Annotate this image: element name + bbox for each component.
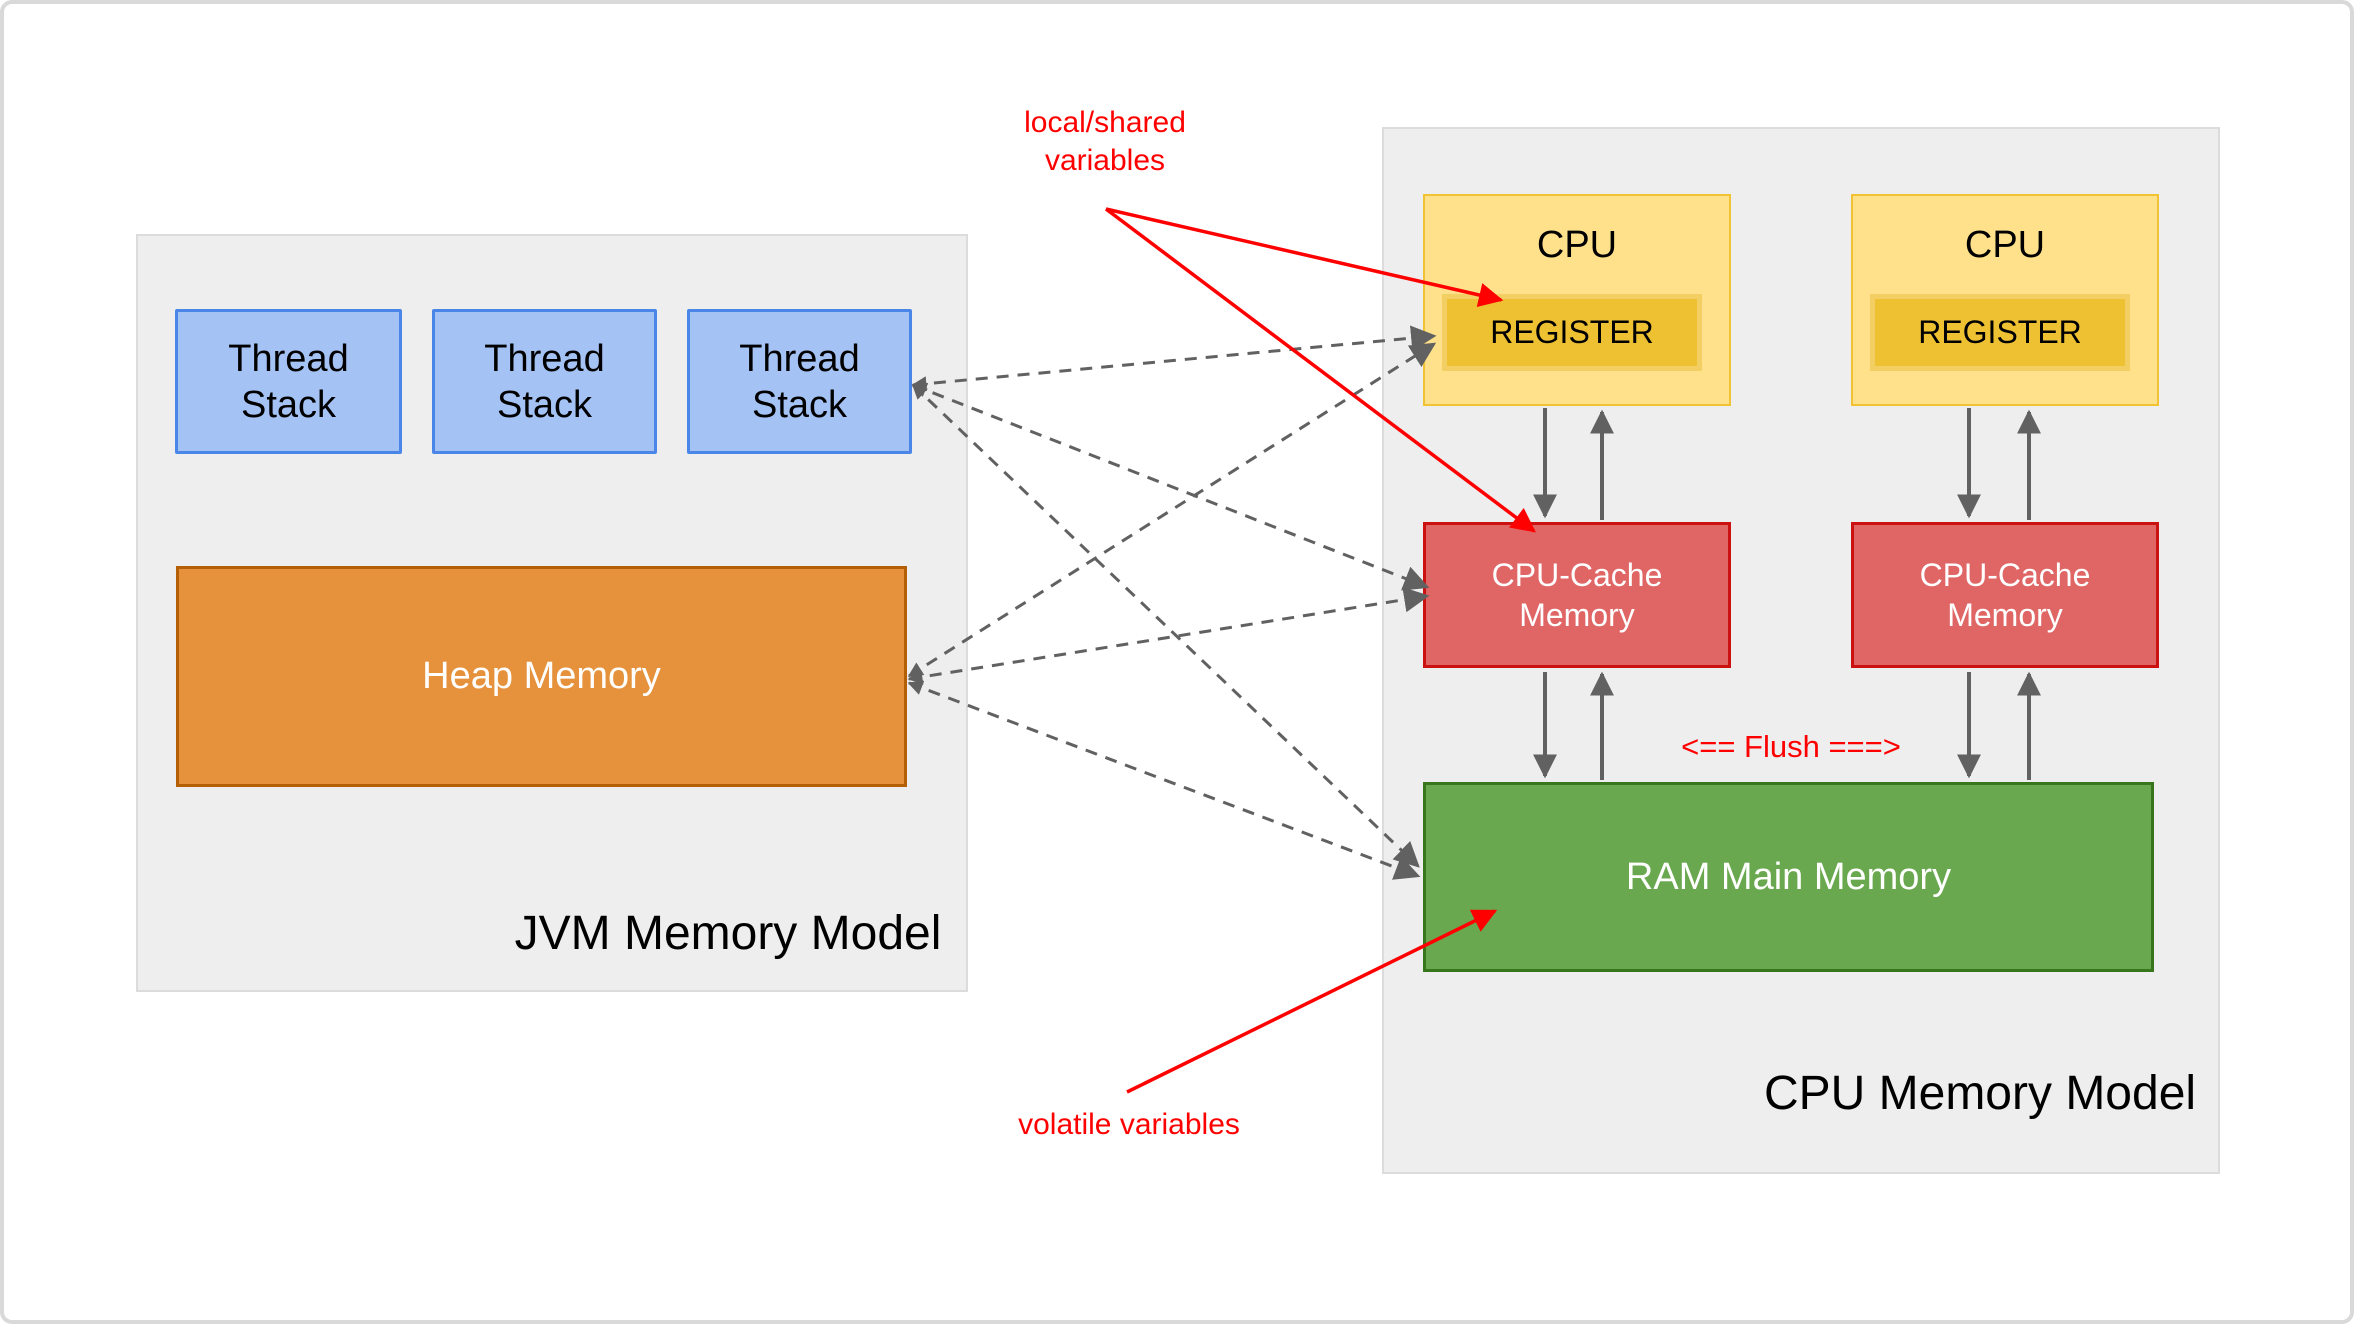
dashed-connector-heap-cache [907, 587, 1430, 685]
cpu-model-title: CPU Memory Model [1763, 1067, 2197, 1120]
dashed-connector-heap-ram [907, 680, 1421, 880]
dashed-connector-heap-register [907, 342, 1437, 678]
dashed-connector-threadstack-cache [911, 382, 1430, 591]
register-box-1: REGISTER [1442, 294, 1702, 371]
thread-stack-box-3: Thread Stack [687, 309, 912, 454]
ram-main-memory-box: RAM Main Memory [1423, 782, 2154, 972]
heap-memory-box: Heap Memory [176, 566, 907, 787]
volatile-variables-annotation: volatile variables [1018, 1108, 1240, 1141]
dashed-connector-threadstack-ram [911, 383, 1420, 868]
thread-stack-box-2: Thread Stack [432, 309, 657, 454]
jvm-model-title: JVM Memory Model [514, 907, 942, 960]
thread-stack-box-1: Thread Stack [175, 309, 402, 454]
local-shared-variables-annotation: local/shared variables [1024, 106, 1186, 177]
dashed-connector-threadstack-register [911, 325, 1437, 392]
register-box-2: REGISTER [1870, 294, 2130, 371]
cpu-cache-memory-box-2: CPU-Cache Memory [1851, 522, 2159, 668]
cpu-cache-memory-box-1: CPU-Cache Memory [1423, 522, 1731, 668]
flush-annotation: <== Flush ===> [1681, 729, 1901, 764]
